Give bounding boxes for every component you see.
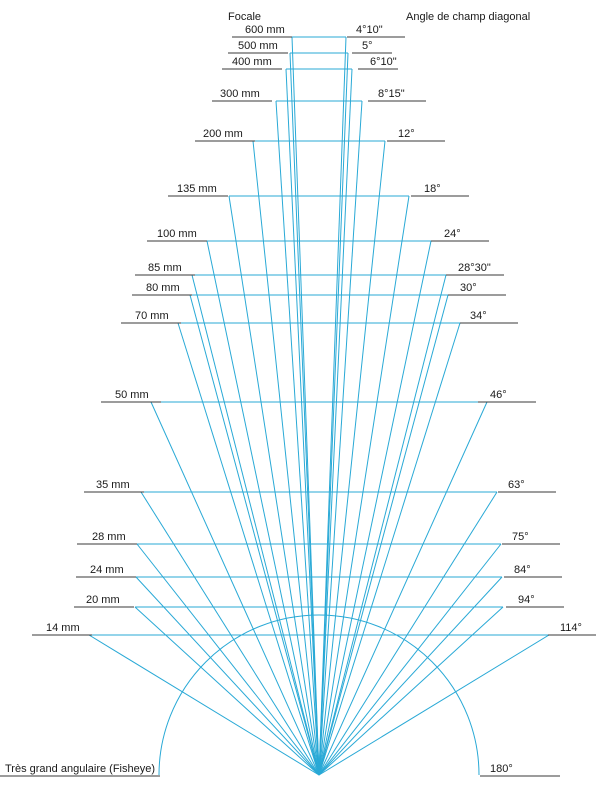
angle-label: 28°30" (458, 262, 491, 274)
fov-ray-left-15 (88, 634, 320, 776)
focal-label: 600 mm (245, 24, 285, 36)
fov-ray-left-6 (206, 240, 320, 776)
fov-ray-left-10 (150, 401, 320, 776)
angle-label: 114° (560, 622, 582, 634)
fov-ray-left-5 (228, 195, 320, 776)
focal-label: 14 mm (46, 622, 80, 634)
angle-label: 24° (444, 228, 461, 240)
angle-column-title: Angle de champ diagonal (406, 11, 530, 23)
fov-ray-right-7 (318, 274, 447, 776)
fov-ray-left-7 (191, 274, 320, 776)
lens-labels: 600 mm 4°10" 500 mm 5° 400 mm 6°10" 300 mm 8°15… (0, 24, 596, 777)
focal-label: 28 mm (92, 531, 126, 543)
fov-ray-right-14 (318, 606, 504, 776)
fov-ray-left-2 (285, 68, 320, 776)
focal-label: 400 mm (232, 56, 272, 68)
fov-ray-right-4 (318, 140, 386, 776)
fov-ray-left-11 (140, 491, 320, 776)
fov-ray-right-8 (318, 294, 449, 776)
fov-ray-right-12 (318, 543, 502, 776)
focal-label: 70 mm (135, 310, 169, 322)
fisheye-arc (158, 614, 480, 776)
focal-label: 85 mm (148, 262, 182, 274)
fov-ray-right-3 (318, 100, 363, 776)
focal-label: 35 mm (96, 479, 130, 491)
angle-label: 94° (518, 594, 535, 606)
field-of-view-lines (88, 36, 550, 776)
focal-column-title: Focale (228, 11, 261, 23)
fov-ray-right-15 (318, 634, 550, 776)
fov-ray-left-8 (189, 294, 320, 776)
fov-ray-right-1 (318, 52, 349, 776)
fov-ray-left-9 (177, 322, 320, 776)
focal-label: 100 mm (157, 228, 197, 240)
fov-ray-left-4 (252, 140, 320, 776)
focal-label: 50 mm (115, 389, 149, 401)
fov-ray-right-6 (318, 240, 432, 776)
fov-ray-left-1 (289, 52, 320, 776)
fov-ray-right-9 (318, 322, 461, 776)
angle-label: 12° (398, 128, 415, 140)
fov-ray-left-14 (134, 606, 320, 776)
fisheye-angle-label: 180° (490, 763, 513, 775)
angle-label: 63° (508, 479, 525, 491)
focal-label: 80 mm (146, 282, 180, 294)
fisheye-focal-label: Très grand angulaire (Fisheye) (5, 763, 155, 775)
angle-label: 18° (424, 183, 441, 195)
focal-label: 135 mm (177, 183, 217, 195)
angle-label: 8°15" (378, 88, 405, 100)
fov-ray-right-13 (318, 576, 503, 776)
angle-label: 4°10" (356, 24, 383, 36)
angle-label: 5° (362, 40, 373, 52)
angle-label: 30° (460, 282, 477, 294)
fov-ray-right-2 (318, 68, 353, 776)
angle-label: 84° (514, 564, 531, 576)
fov-ray-left-13 (135, 576, 320, 776)
fov-ray-left-12 (136, 543, 320, 776)
focal-label: 20 mm (86, 594, 120, 606)
focal-label: 24 mm (90, 564, 124, 576)
focal-label: 300 mm (220, 88, 260, 100)
fov-ray-right-11 (318, 491, 498, 776)
focal-label: 500 mm (238, 40, 278, 52)
angle-label: 6°10" (370, 56, 397, 68)
focal-label: 200 mm (203, 128, 243, 140)
angle-label: 34° (470, 310, 487, 322)
fov-ray-left-3 (275, 100, 320, 776)
angle-label: 75° (512, 531, 529, 543)
fov-ray-right-10 (318, 401, 488, 776)
fov-ray-right-5 (318, 195, 410, 776)
angle-label: 46° (490, 389, 507, 401)
